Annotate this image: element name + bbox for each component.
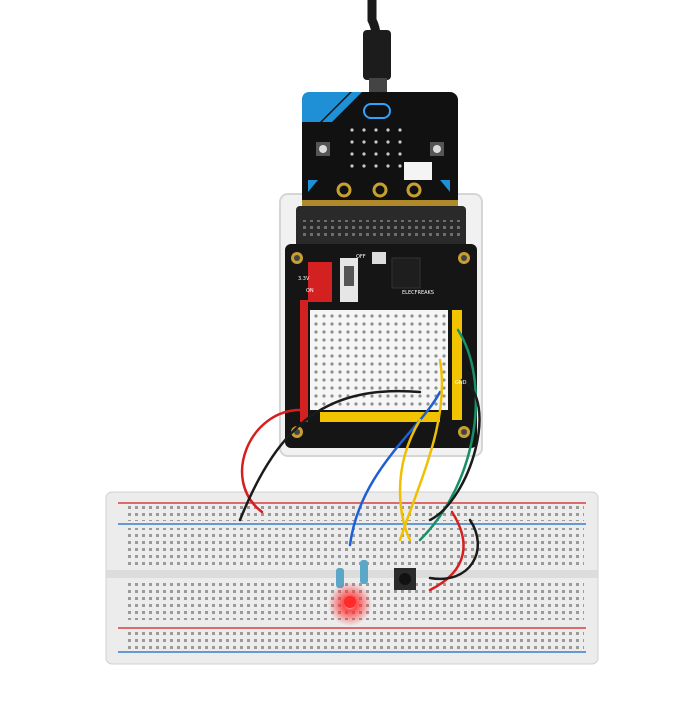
- voltage-label: 3.3V: [298, 276, 310, 282]
- yellow-wire: [398, 358, 444, 542]
- yellow-wire-2: [398, 418, 422, 542]
- jumper-wires: [238, 328, 481, 592]
- red-wire-right: [428, 510, 465, 592]
- blue-wire: [348, 390, 442, 547]
- microbit-board: [302, 92, 458, 212]
- gnd-label: GND: [455, 380, 467, 386]
- black-wire-right: [428, 378, 481, 522]
- black-wire-left: [238, 389, 422, 522]
- switch-on-label: ON: [306, 288, 314, 294]
- black-wire-jumper: [428, 518, 480, 581]
- breadboard: [105, 491, 599, 665]
- brand-label: ELECFREAKS: [402, 290, 434, 296]
- green-wire: [418, 328, 478, 542]
- red-led: [328, 582, 372, 626]
- expansion-board: [285, 244, 477, 448]
- push-button: [394, 568, 416, 590]
- resistor: [336, 560, 368, 588]
- usb-cable: [363, 0, 391, 92]
- switch-off-label: OFF: [356, 254, 366, 260]
